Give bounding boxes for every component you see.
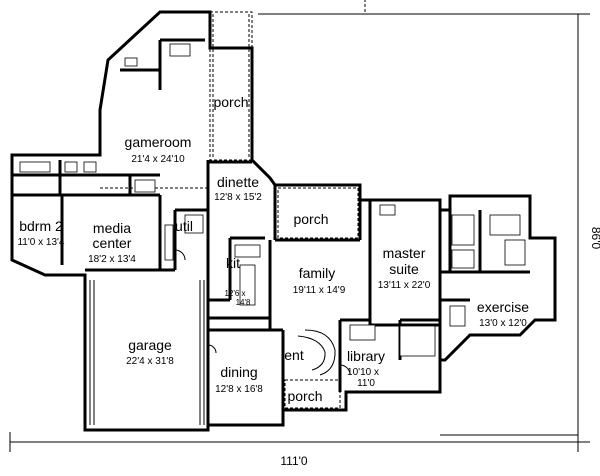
master-name-2: suite	[389, 261, 419, 277]
exercise-dims: 13'0 x 12'0	[479, 318, 527, 329]
gameroom-wing-wall	[10, 10, 557, 432]
library-dims-2: 11'0	[357, 378, 375, 389]
fixtures	[19, 43, 526, 376]
interior-walls	[12, 38, 530, 410]
dining-dims: 12'8 x 16'8	[215, 384, 263, 395]
porch-outlines	[100, 0, 366, 409]
ent-name: ent	[284, 347, 304, 363]
porch-top-name: porch	[213, 94, 248, 110]
overall-width-label: 111'0	[280, 454, 308, 468]
media-name-2: center	[93, 235, 132, 251]
gameroom-name: gameroom	[125, 134, 192, 150]
garage-dims: 22'4 x 31'8	[126, 356, 174, 367]
library-dims-1: 10'10 x	[347, 367, 379, 378]
media-dims: 18'2 x 13'4	[88, 254, 136, 265]
kit-dims-1: 12'6 x	[224, 289, 245, 298]
dinette-name: dinette	[217, 174, 259, 190]
porch-mid-name: porch	[293, 211, 328, 227]
exercise-name: exercise	[477, 299, 529, 315]
dinette-dims: 12'8 x 15'2	[214, 192, 262, 203]
bdrm2-name: bdrm 2	[19, 218, 63, 234]
family-name: family	[299, 265, 336, 281]
garage-wall	[83, 248, 210, 432]
room-labels: gameroom 21'4 x 24'10 porch dinette 12'8…	[17, 94, 529, 404]
kit-dims-2: 14'8	[236, 298, 251, 307]
garage-name: garage	[128, 337, 172, 353]
master-name-1: master	[383, 245, 426, 261]
family-dims: 19'11 x 14'9	[293, 285, 346, 296]
kit-name: kit	[226, 255, 240, 271]
exterior-walls	[10, 10, 557, 432]
porch-bottom-name: porch	[287, 388, 322, 404]
dimension-lines	[9, 13, 590, 452]
bdrm2-dims: 11'0 x 13'4	[17, 237, 64, 248]
media-name-1: media	[93, 220, 131, 236]
library-name: library	[347, 348, 385, 364]
overall-depth-label: 86'0	[589, 227, 600, 250]
gameroom-dims: 21'4 x 24'10	[131, 154, 185, 165]
master-dims: 13'11 x 22'0	[378, 280, 431, 291]
dining-name: dining	[220, 364, 257, 380]
util-name: util	[175, 218, 193, 234]
